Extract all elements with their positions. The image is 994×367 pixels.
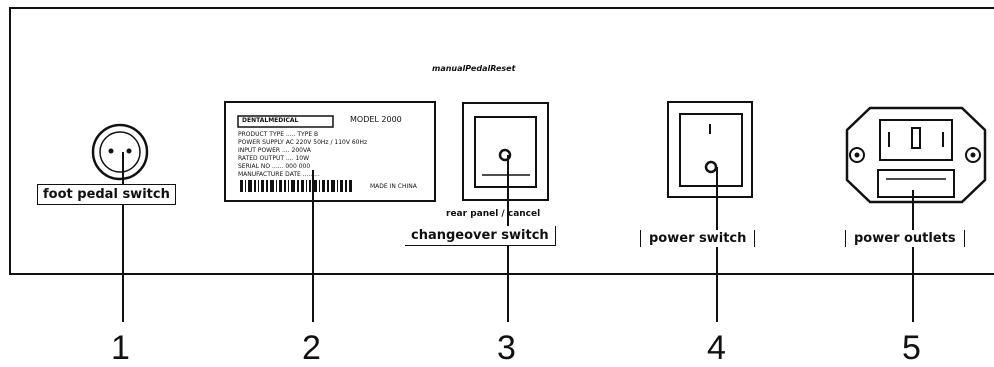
nameplate-line: MANUFACTURE DATE ......... bbox=[238, 171, 320, 178]
changeover-switch bbox=[462, 102, 549, 201]
callout-number-4: 4 bbox=[707, 329, 726, 367]
foot-pedal-connector bbox=[91, 123, 149, 181]
nameplate-line: INPUT POWER .... 200VA bbox=[238, 147, 311, 154]
callout-number-5: 5 bbox=[902, 329, 921, 367]
changeover-sublabel: rear panel / cancel bbox=[446, 209, 541, 219]
nameplate-footer: MADE IN CHINA bbox=[370, 183, 417, 190]
nameplate-line: PRODUCT TYPE ..... TYPE B bbox=[238, 131, 319, 138]
nameplate-line: POWER SUPPLY AC 220V 50Hz / 110V 60Hz bbox=[238, 139, 368, 146]
nameplate-line: RATED OUTPUT .... 10W bbox=[238, 155, 310, 162]
power-outlet bbox=[845, 106, 987, 204]
foot-pedal-switch-label: foot pedal switch bbox=[37, 184, 176, 205]
callout-number-3: 3 bbox=[497, 329, 516, 367]
callout-number-1: 1 bbox=[111, 329, 130, 367]
nameplate-brand: DENTALMEDICAL bbox=[242, 117, 299, 124]
changeover-switch-label: changeover switch bbox=[405, 226, 556, 246]
power-outlets-label: power outlets bbox=[845, 230, 965, 247]
callout-number-2: 2 bbox=[302, 329, 321, 367]
nameplate-model: MODEL 2000 bbox=[350, 115, 402, 124]
barcode bbox=[240, 180, 352, 192]
nameplate-line: SERIAL NO ...... 000 000 bbox=[238, 163, 311, 170]
power-switch-label: power switch bbox=[640, 230, 756, 247]
rear-panel bbox=[9, 7, 994, 275]
power-switch bbox=[667, 101, 753, 198]
top-note: manualPedalReset bbox=[432, 64, 516, 73]
